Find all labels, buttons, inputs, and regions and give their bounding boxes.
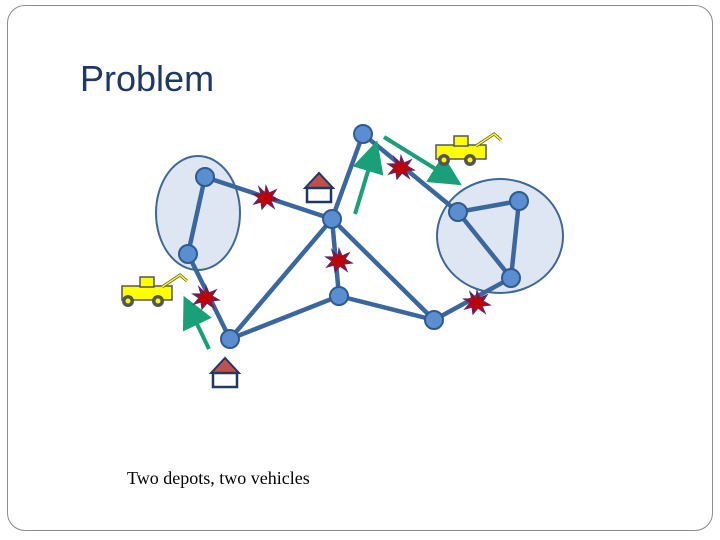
network-node bbox=[329, 286, 349, 306]
movement-arrow bbox=[182, 295, 212, 350]
network-node bbox=[195, 167, 215, 187]
edge bbox=[185, 174, 208, 257]
slide-title: Problem bbox=[80, 58, 215, 99]
network-node bbox=[448, 202, 468, 222]
depot-house-icon bbox=[302, 171, 336, 204]
network-node bbox=[220, 329, 240, 349]
damage-burst-icon bbox=[191, 283, 221, 311]
tow-truck-icon bbox=[435, 132, 502, 166]
damage-burst-icon bbox=[251, 183, 281, 211]
slide-frame bbox=[7, 5, 713, 531]
network-node bbox=[424, 310, 444, 330]
edge bbox=[455, 209, 514, 281]
network-node bbox=[509, 191, 529, 211]
network-node bbox=[322, 209, 342, 229]
damage-burst-icon bbox=[386, 153, 416, 181]
depot-house-icon bbox=[208, 356, 242, 389]
tow-truck-icon bbox=[121, 273, 188, 307]
movement-arrow bbox=[352, 140, 384, 215]
damage-burst-icon bbox=[462, 288, 492, 316]
network-node bbox=[501, 268, 521, 288]
edge bbox=[336, 293, 437, 323]
slide-caption: Two depots, two vehicles bbox=[127, 468, 310, 488]
network-node bbox=[178, 244, 198, 264]
edge bbox=[329, 216, 437, 323]
movement-arrow bbox=[382, 135, 462, 186]
edge bbox=[508, 198, 522, 281]
network-node bbox=[353, 124, 373, 144]
cluster-right bbox=[436, 178, 564, 294]
damage-burst-icon bbox=[324, 246, 354, 274]
edge bbox=[227, 293, 342, 342]
edge bbox=[455, 198, 522, 215]
edge bbox=[227, 216, 335, 342]
